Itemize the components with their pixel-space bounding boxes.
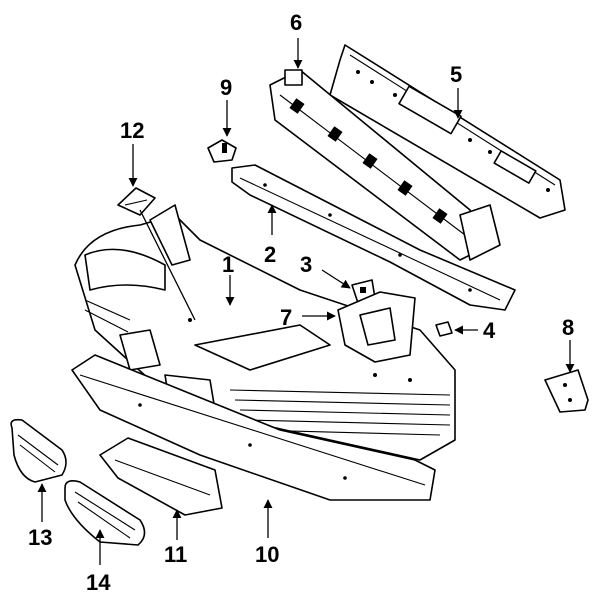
lower-valance-part [71,354,436,501]
leader-lines [37,38,575,565]
callout-10: 10 [255,542,279,567]
callout-3: 3 [300,252,312,277]
callout-14: 14 [86,570,111,595]
callout-11: 11 [164,542,187,567]
side-retainer-part [544,369,589,413]
callout-12: 12 [120,118,144,143]
callout-1: 1 [222,252,234,277]
callout-2: 2 [264,242,276,267]
side-bracket-part [337,291,416,363]
right-grille-part [64,480,146,546]
callout-7: 7 [280,305,292,330]
left-grille-part [10,418,67,483]
clip-part [207,139,237,163]
reinforcement-bar-part [231,164,516,311]
callout-4: 4 [483,318,496,343]
callout-9: 9 [220,75,232,100]
nut-part [435,321,453,337]
callout-6: 6 [290,10,302,35]
emblem-part [117,187,156,216]
bumper-cover-part [74,204,456,461]
air-deflector-part [99,437,223,516]
callout-8: 8 [562,315,574,340]
callout-13: 13 [28,525,52,550]
callout-5: 5 [450,62,462,87]
energy-absorber-part [269,69,501,261]
impact-bar-part [329,44,566,219]
